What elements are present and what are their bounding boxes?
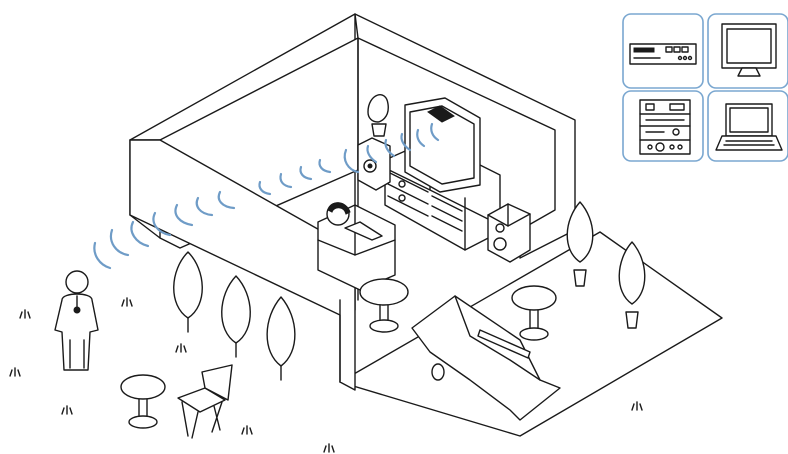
laptop-tile bbox=[707, 90, 788, 162]
garden-trees bbox=[173, 201, 646, 381]
device-panel bbox=[622, 13, 788, 162]
monitor-tile bbox=[707, 13, 788, 89]
room-table bbox=[359, 278, 409, 333]
tree bbox=[266, 296, 296, 381]
sound-wave bbox=[343, 148, 360, 174]
lounge-chair bbox=[411, 295, 561, 421]
stereo-system-icon bbox=[639, 99, 691, 155]
sound-wave bbox=[416, 128, 426, 148]
patio-table bbox=[511, 285, 557, 341]
sound-wave bbox=[152, 211, 172, 237]
sound-wave bbox=[93, 241, 112, 270]
sound-wave bbox=[318, 158, 332, 174]
sound-wave bbox=[109, 228, 130, 257]
tree bbox=[566, 201, 594, 287]
cd-player-tile bbox=[622, 13, 704, 89]
sound-wave bbox=[130, 220, 150, 248]
front-wall bbox=[129, 139, 356, 391]
laptop-icon bbox=[715, 103, 783, 151]
sound-wave bbox=[366, 144, 378, 164]
standing-person bbox=[54, 270, 99, 371]
shelf-plant bbox=[367, 94, 389, 137]
stereo-system-tile bbox=[622, 90, 704, 162]
cd-player-icon bbox=[629, 43, 697, 65]
sound-wave bbox=[217, 190, 236, 210]
tree bbox=[173, 251, 203, 333]
folding-chair bbox=[177, 364, 233, 439]
grass-tufts bbox=[9, 297, 643, 453]
sound-wave bbox=[299, 165, 313, 181]
sound-wave bbox=[258, 180, 272, 196]
sound-wave bbox=[384, 138, 396, 158]
tree bbox=[618, 241, 646, 329]
speaker-right bbox=[487, 203, 531, 263]
tree bbox=[221, 275, 251, 358]
sound-wave bbox=[400, 132, 412, 152]
sound-wave bbox=[195, 196, 214, 217]
sound-waves bbox=[93, 122, 440, 270]
person-with-headphones bbox=[317, 202, 396, 291]
monitor-icon bbox=[721, 23, 777, 77]
sound-wave bbox=[174, 203, 194, 227]
sound-wave bbox=[430, 122, 440, 142]
speaker-left bbox=[357, 137, 391, 191]
garden-table bbox=[120, 374, 166, 429]
television bbox=[404, 97, 481, 193]
sound-wave bbox=[279, 172, 293, 189]
